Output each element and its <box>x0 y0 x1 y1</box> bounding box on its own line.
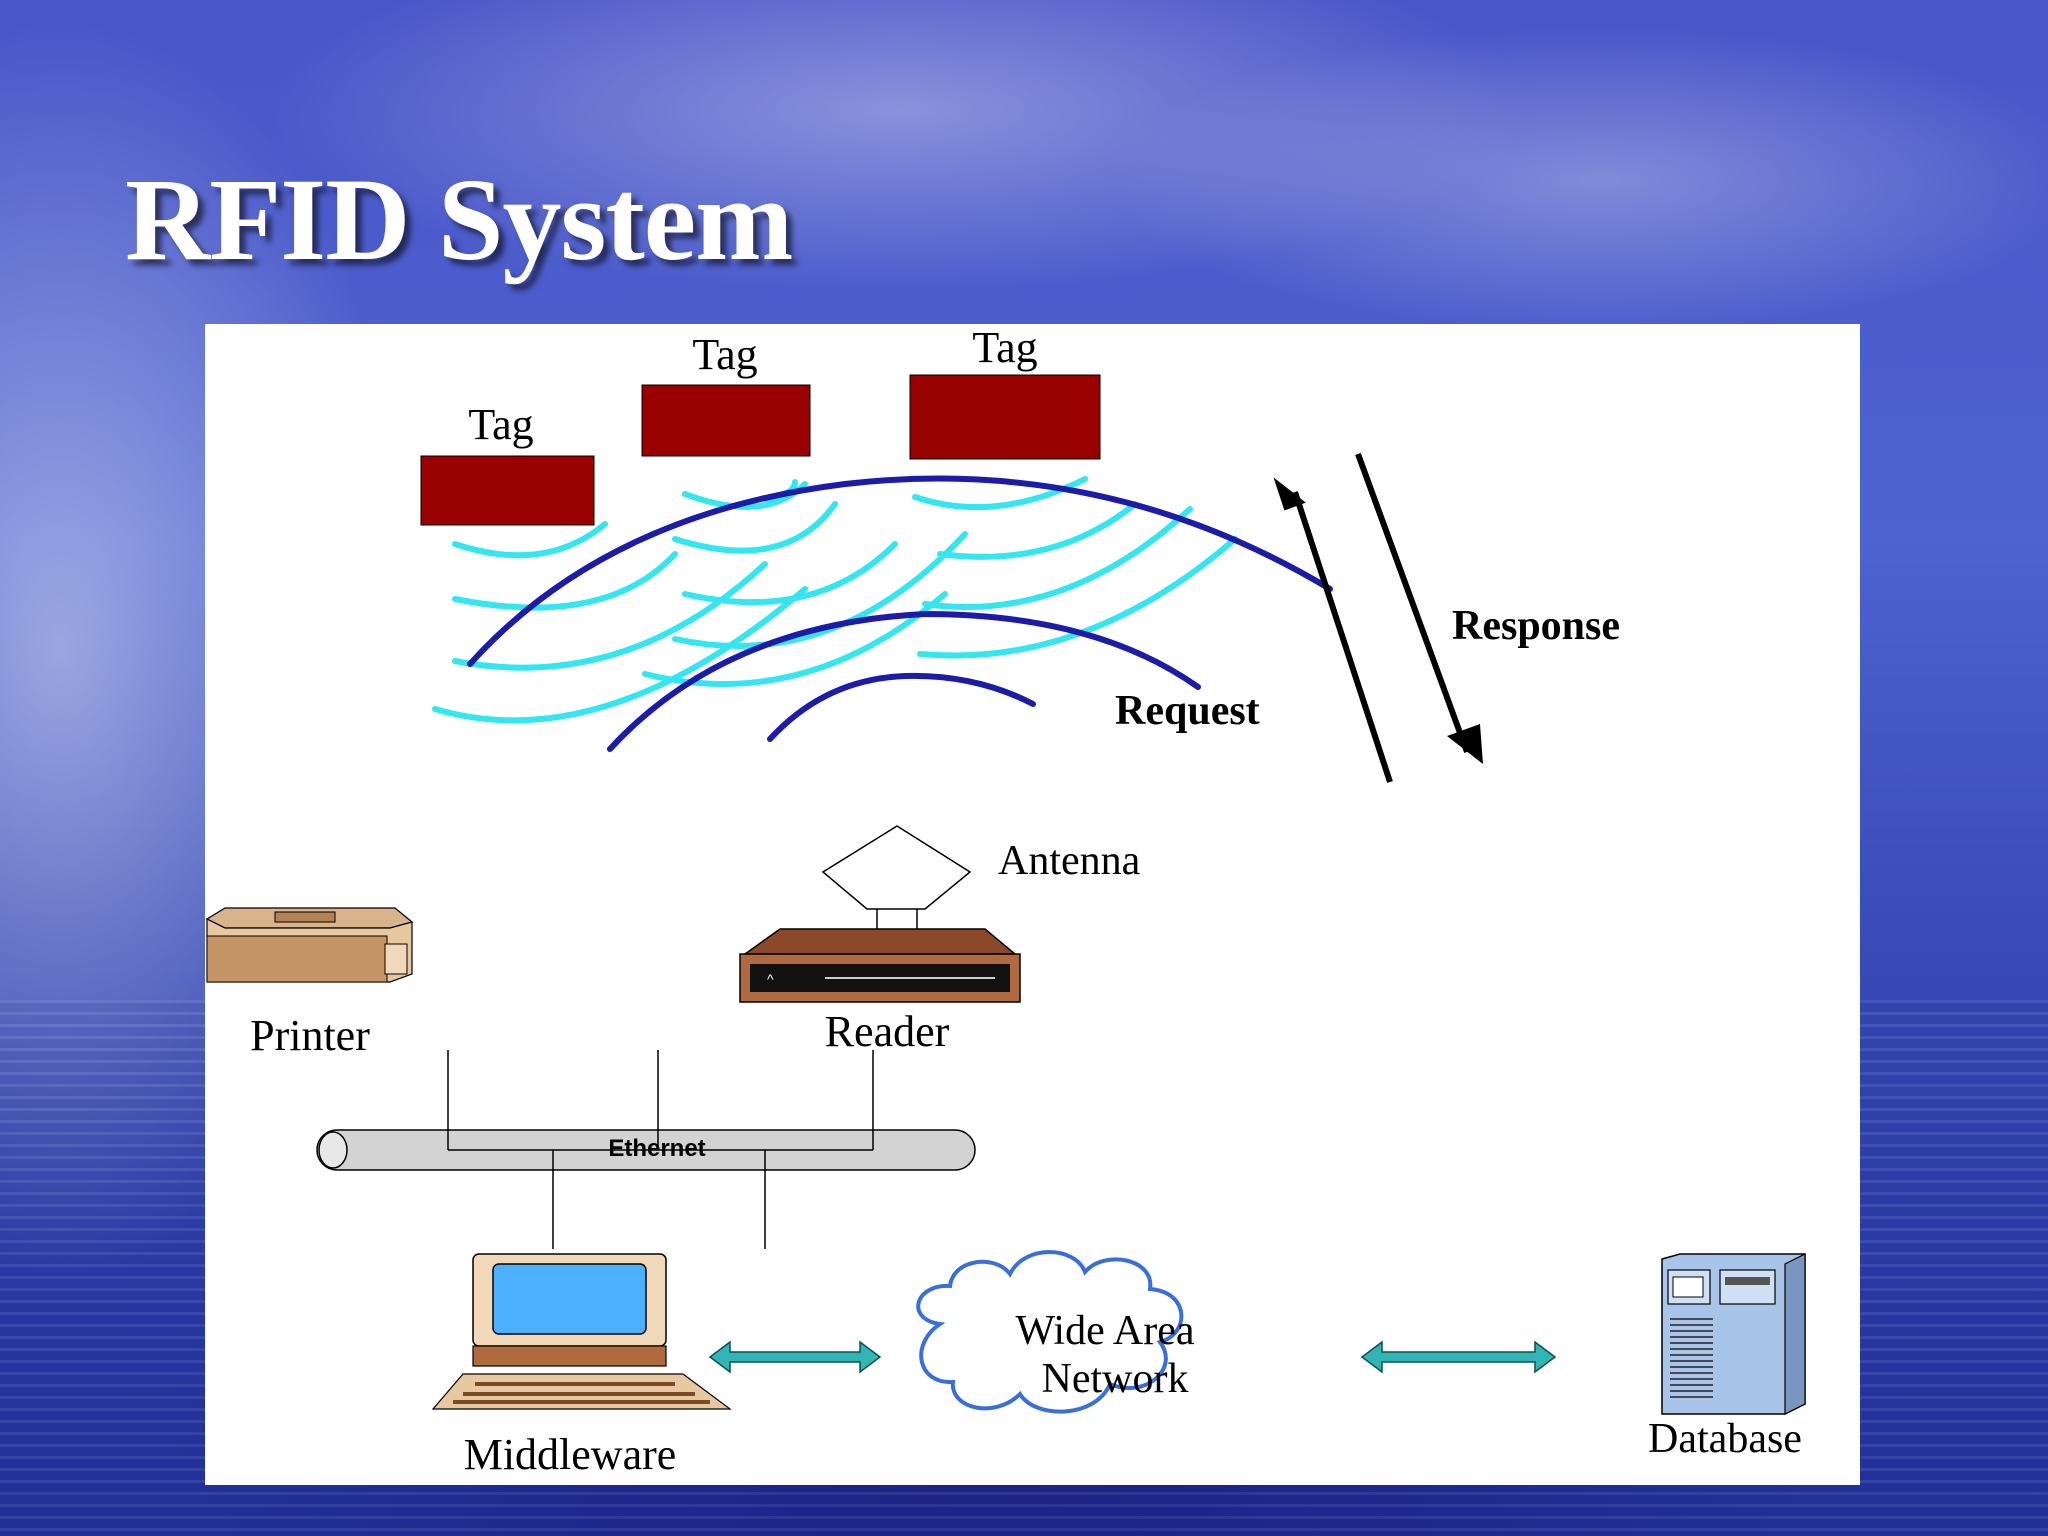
tag-1: Tag <box>420 400 595 526</box>
tag-3-box <box>909 374 1101 460</box>
request-label: Request <box>1115 688 1260 734</box>
rfid-diagram: Tag Tag Tag <box>205 324 1806 1479</box>
middleware-wan-arrow <box>708 1340 882 1374</box>
middleware-label: Middleware <box>464 1430 677 1479</box>
tag-3-label: Tag <box>972 324 1037 372</box>
printer-icon <box>205 907 414 983</box>
antenna-icon <box>821 825 972 930</box>
reader-label: Reader <box>825 1007 950 1056</box>
tag-1-box <box>420 455 595 526</box>
tag-3: Tag <box>909 324 1101 460</box>
slide-title: RFID System <box>125 154 793 285</box>
reader-signal-waves <box>467 475 1333 752</box>
wan-label-line1: Wide Area <box>1015 1308 1194 1354</box>
wan-cloud-icon <box>916 1250 1184 1414</box>
diagram-panel: Tag Tag Tag <box>205 324 1860 1485</box>
database-server-icon <box>1661 1253 1806 1415</box>
tag-2: Tag <box>641 330 811 457</box>
middleware-computer-icon <box>431 1253 732 1410</box>
reader-icon: ^ <box>739 928 1021 1003</box>
svg-text:^: ^ <box>767 971 774 987</box>
response-arrow <box>1355 452 1483 764</box>
tag-2-label: Tag <box>692 330 757 379</box>
antenna-label: Antenna <box>998 838 1141 884</box>
ethernet-bus <box>316 1050 976 1249</box>
printer-label: Printer <box>250 1011 370 1060</box>
wan-label-line2: Network <box>1042 1356 1189 1402</box>
wan-database-arrow <box>1360 1340 1557 1374</box>
tag-1-label: Tag <box>468 400 533 449</box>
tag-2-box <box>641 384 811 457</box>
database-label: Database <box>1648 1416 1802 1462</box>
ethernet-label: Ethernet <box>608 1135 705 1162</box>
request-arrow <box>1273 477 1393 783</box>
response-label: Response <box>1452 603 1620 649</box>
